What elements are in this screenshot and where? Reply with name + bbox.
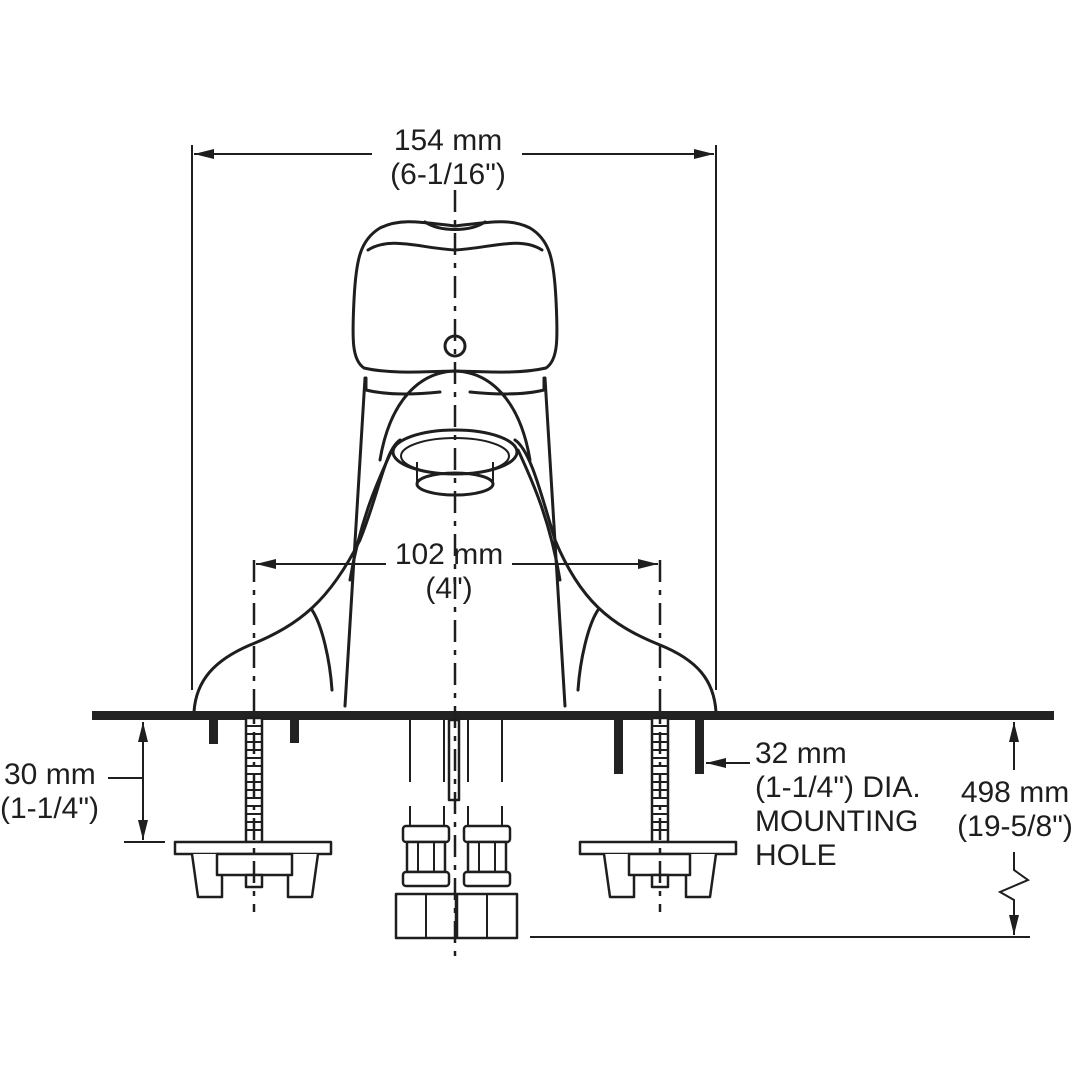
mounting-hole-line4: HOLE — [755, 839, 837, 872]
centerlines — [252, 190, 662, 960]
overall-width-metric: 154 mm — [394, 124, 502, 157]
mounting-hole-wall-right — [695, 718, 704, 774]
dimension-center-spacing: 102 mm (4") — [256, 538, 658, 605]
mounting-hole-line3: MOUNTING — [755, 805, 918, 838]
mounting-posts — [209, 718, 704, 774]
escutcheon-inner-curve-left — [310, 608, 334, 692]
handle-collar — [364, 376, 546, 396]
right-coupling-ribs — [478, 842, 496, 872]
deck-surface — [92, 711, 1054, 720]
deck-thickness-imperial: (1-1/4") — [0, 792, 99, 825]
dimension-overall-width: 154 mm (6-1/16") — [191, 124, 717, 690]
spout-left-side — [343, 376, 367, 708]
center-spacing-metric: 102 mm — [395, 538, 503, 571]
left-post-inner — [290, 718, 299, 743]
dimension-supply-length: 498 mm (19-5/8") — [530, 722, 1073, 938]
callout-mounting-hole: 32 mm (1-1/4") DIA. MOUNTING HOLE — [706, 737, 921, 872]
deck-thickness-metric: 30 mm — [4, 758, 96, 791]
supply-tubes — [409, 720, 503, 826]
mounting-hole-wall-left — [614, 718, 623, 774]
right-coupling-bottom — [462, 870, 512, 888]
right-coupling-body — [466, 840, 508, 874]
left-coupling-bottom — [401, 870, 451, 888]
supply-length-metric: 498 mm — [961, 776, 1069, 809]
aerator-sides — [416, 462, 494, 484]
overall-width-imperial: (6-1/16") — [390, 158, 506, 191]
supply-length-imperial: (19-5/8") — [957, 810, 1073, 843]
left-post-outer — [209, 718, 218, 744]
supply-lines — [394, 718, 519, 940]
mounting-hole-line1: 32 mm — [755, 737, 847, 770]
handle-top-cap — [423, 220, 487, 231]
mounting-hole-line2: (1-1/4") DIA. — [755, 771, 921, 804]
spout-right-side — [543, 376, 567, 708]
center-spacing-imperial: (4") — [425, 572, 472, 605]
right-coupling-top — [462, 824, 512, 844]
escutcheon-inner-curve-right — [576, 608, 600, 692]
handle-body — [351, 220, 559, 374]
left-coupling-ribs — [417, 842, 435, 872]
dimension-deck-thickness: 30 mm (1-1/4") — [0, 722, 165, 843]
left-coupling-top — [401, 824, 451, 844]
right-bracket-plate — [578, 840, 738, 856]
left-coupling-body — [405, 840, 447, 874]
